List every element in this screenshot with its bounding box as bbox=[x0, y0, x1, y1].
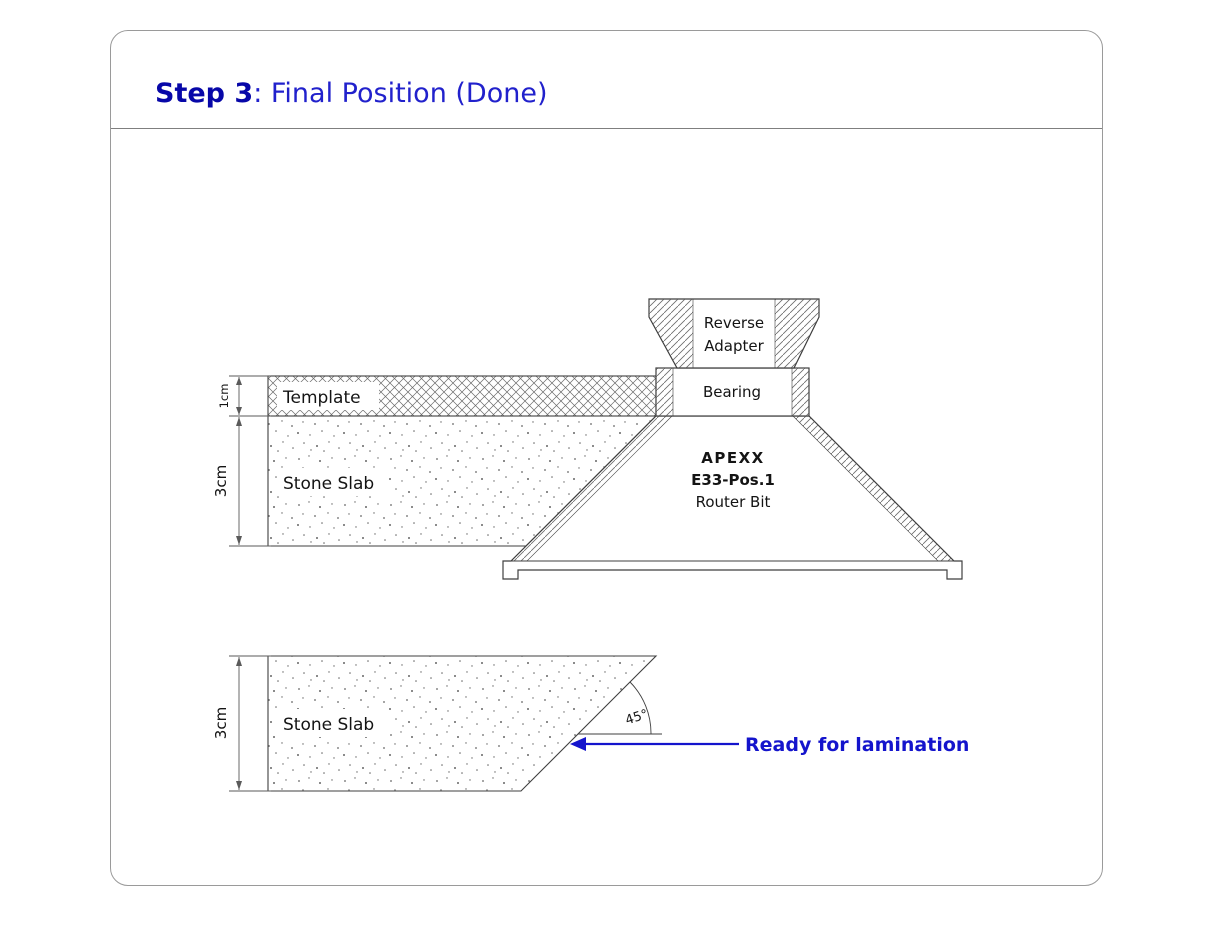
adapter-label-line2: Adapter bbox=[704, 337, 764, 355]
dimension-bottom-slab-3cm: 3cm bbox=[212, 655, 271, 792]
template-label-bg bbox=[277, 382, 379, 410]
stone-slab-top-label: Stone Slab bbox=[283, 474, 374, 494]
title-step: Step 3 bbox=[155, 78, 254, 109]
stone-slab-bottom-label-bg bbox=[277, 709, 387, 737]
bit-model: E33-Pos.1 bbox=[691, 471, 775, 489]
angle-label: 45° bbox=[624, 707, 651, 728]
bearing-right-hatch bbox=[791, 367, 810, 417]
top-diagram: Template Stone Slab APEXX E33-Pos.1 Rout… bbox=[212, 298, 963, 580]
adapter-left-hatch bbox=[648, 298, 694, 369]
dimension-template-1cm: 1cm bbox=[217, 375, 271, 417]
title-rest: : Final Position (Done) bbox=[253, 78, 548, 109]
stone-slab-top-label-bg bbox=[277, 468, 387, 496]
dim-top-slab-label: 3cm bbox=[212, 465, 230, 497]
angle-annotation: 45° bbox=[578, 681, 662, 735]
bit-name: Router Bit bbox=[696, 493, 771, 511]
bearing-shape bbox=[655, 367, 810, 417]
dim-bottom-slab-label: 3cm bbox=[212, 707, 230, 739]
bottom-diagram: Stone Slab 3cm 45° bbox=[212, 655, 969, 792]
page-title: Step 3: Final Position (Done) bbox=[155, 78, 548, 109]
diagram-card: Step 3: Final Position (Done) bbox=[110, 30, 1103, 886]
title-divider bbox=[111, 128, 1102, 129]
adapter-label-line1: Reverse bbox=[704, 314, 764, 332]
callout-arrow-head bbox=[570, 737, 586, 751]
adapter-right-hatch bbox=[774, 298, 820, 369]
diagram-svg: Template Stone Slab APEXX E33-Pos.1 Rout… bbox=[212, 298, 969, 792]
stone-slab-bottom-label: Stone Slab bbox=[283, 715, 374, 735]
template-label: Template bbox=[282, 388, 361, 408]
bit-brand: APEXX bbox=[701, 449, 764, 467]
stone-slab-bottom-shape bbox=[267, 655, 658, 792]
lamination-callout: Ready for lamination bbox=[570, 734, 969, 756]
bearing-left-hatch bbox=[655, 367, 674, 417]
callout-label: Ready for lamination bbox=[745, 734, 969, 756]
dim-template-label: 1cm bbox=[217, 384, 231, 409]
dimension-top-slab-3cm: 3cm bbox=[212, 417, 271, 547]
bearing-label: Bearing bbox=[703, 383, 761, 401]
